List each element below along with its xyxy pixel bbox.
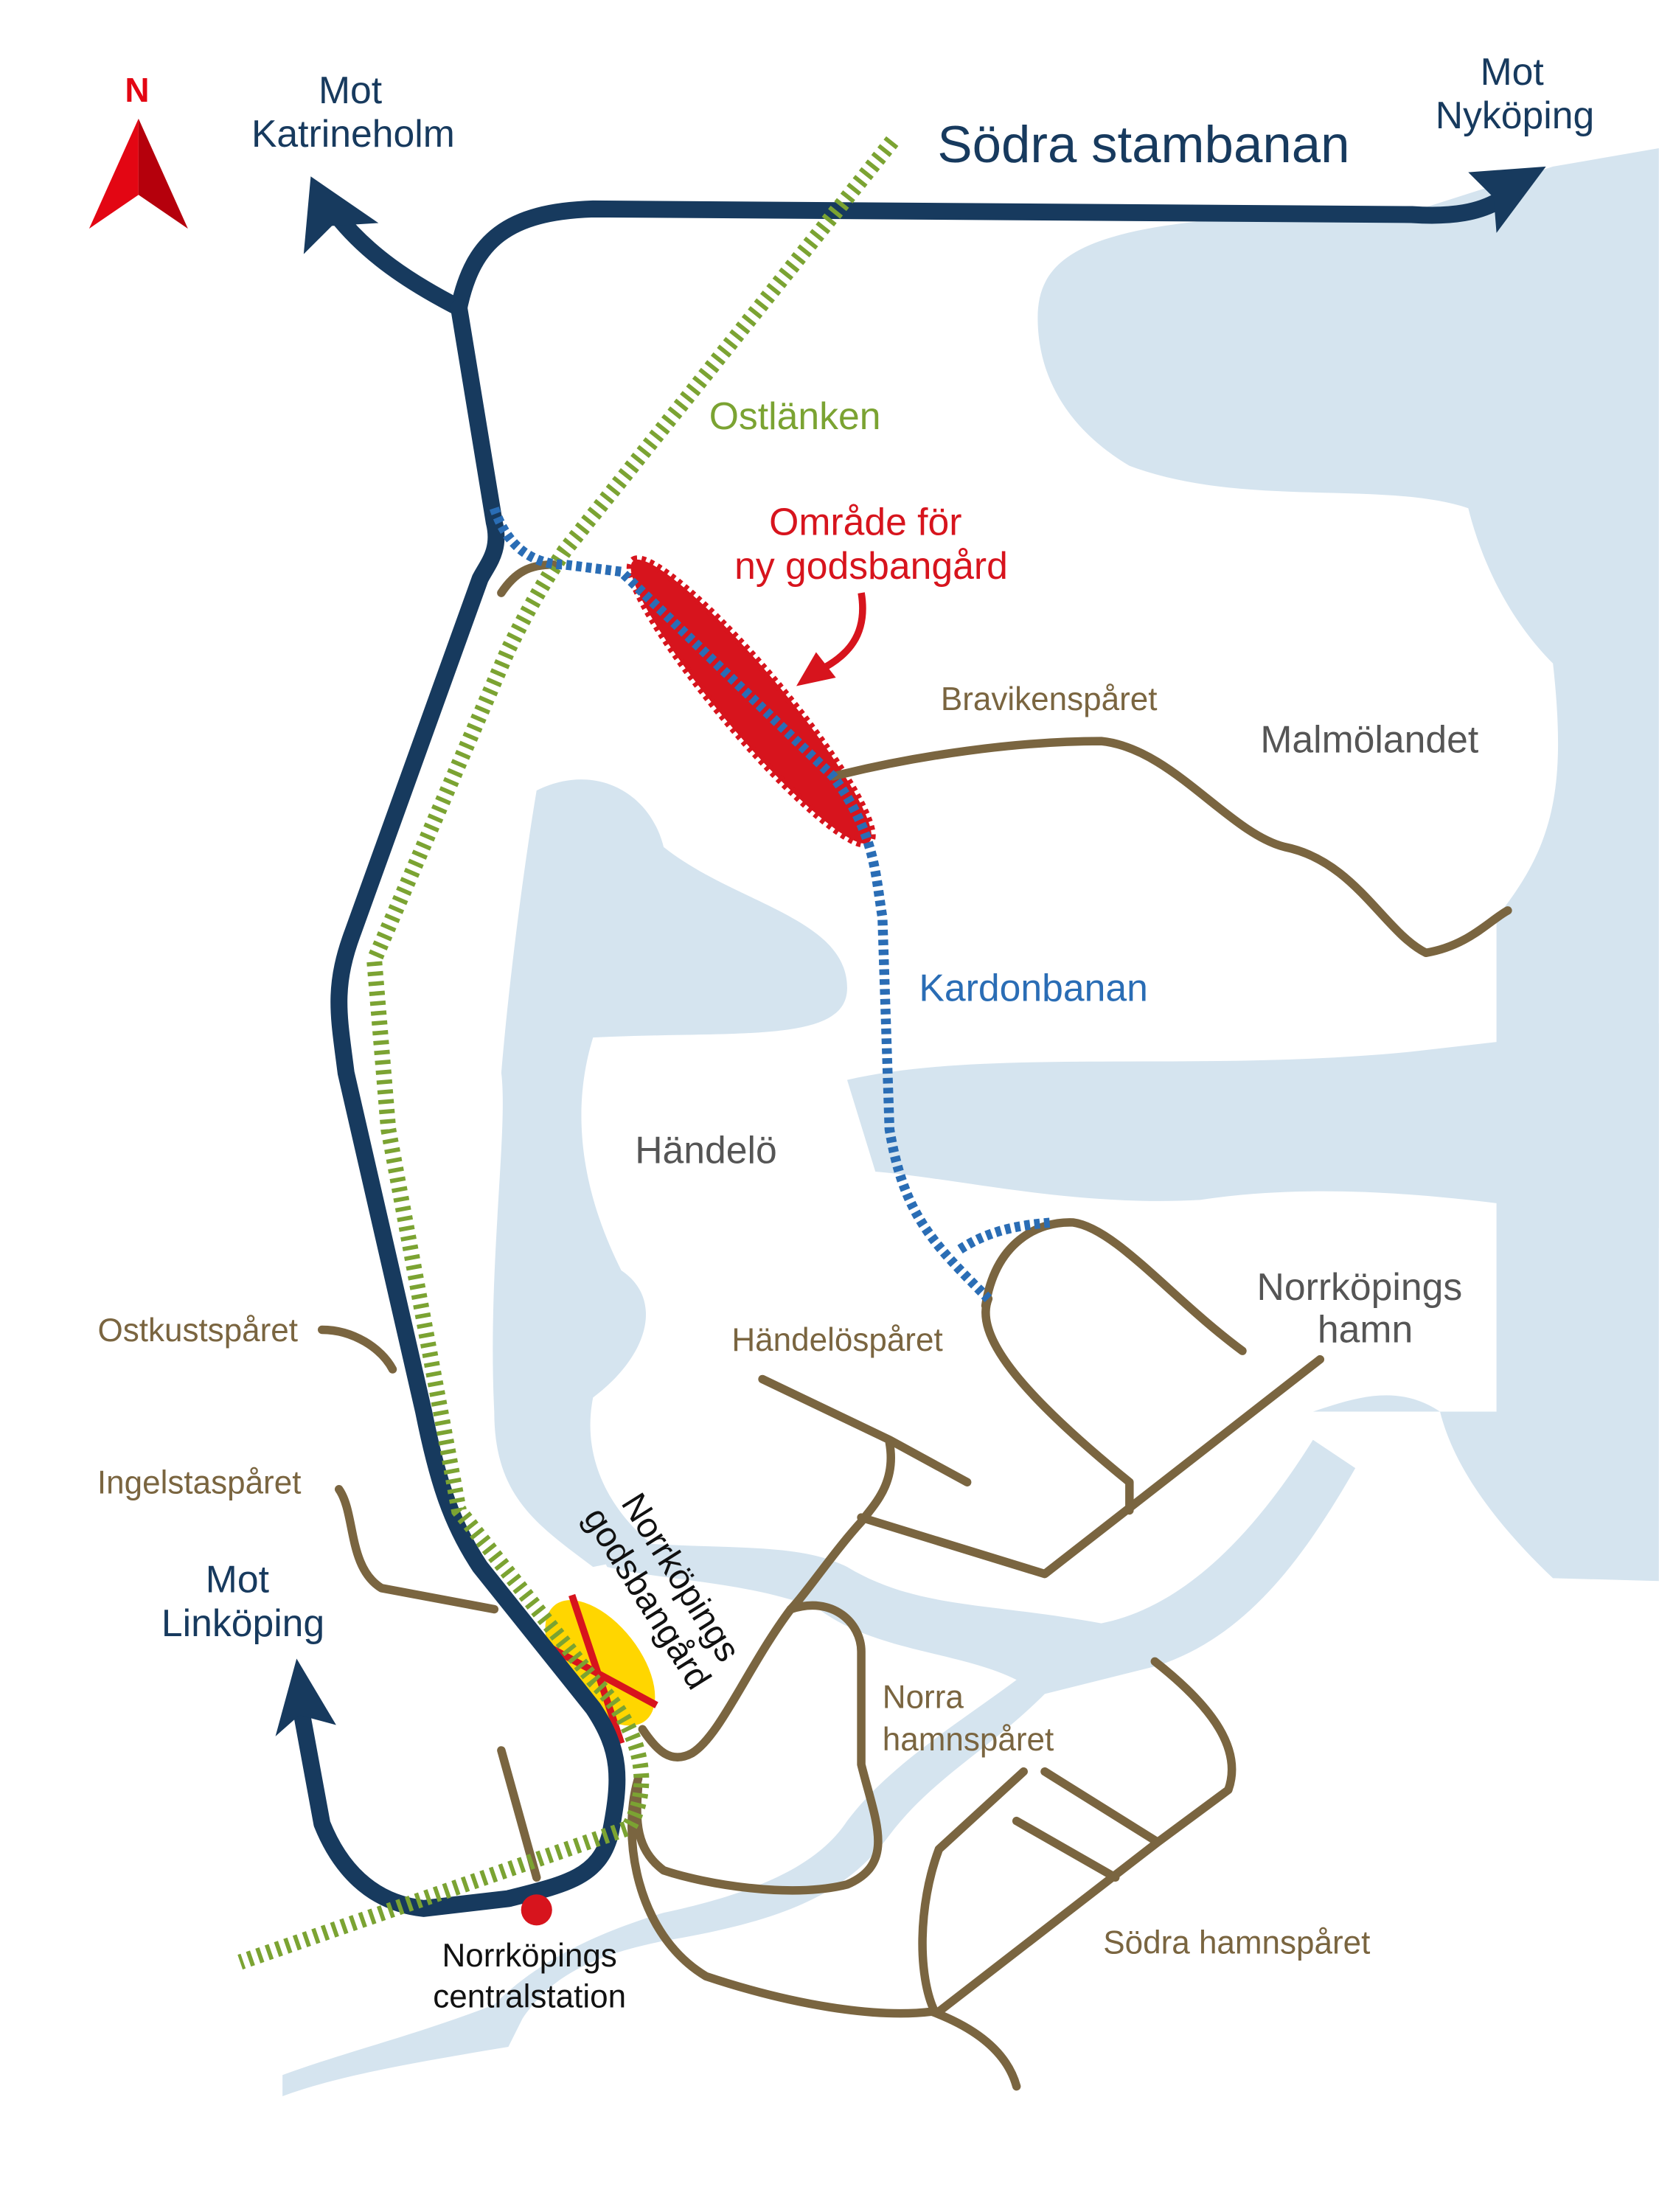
label-ostkustsparet: Ostkustspåret: [98, 1312, 299, 1349]
line-kardonbanan: [489, 506, 1053, 1303]
label-sodra-stambanan: Södra stambanan: [937, 116, 1349, 174]
line-katrineholm: [327, 206, 467, 316]
water-braviken: [1037, 148, 1659, 1582]
label-ingelstasparet: Ingelstaspåret: [97, 1465, 302, 1501]
track-ingelstasparet: [334, 1485, 499, 1614]
old-yard-area: [545, 1600, 655, 1726]
arrow-linkoping-icon: [275, 1658, 336, 1736]
label-handelo: Händelö: [635, 1129, 777, 1172]
water-handelo-inlet: [493, 779, 847, 1568]
label-new-yard: Område för: [769, 501, 961, 543]
tracks: [317, 560, 1512, 2091]
label-norra-hamnsparet: Norra: [883, 1680, 964, 1716]
label-hamn: hamn: [1318, 1308, 1413, 1351]
track-hamn-main: [857, 1354, 1325, 1579]
track-ostkustsparet: [317, 1325, 397, 1374]
central-station-marker: [521, 1894, 552, 1926]
label-ostlanken: Ostlänken: [709, 394, 881, 437]
label-new-yard: ny godsbangård: [734, 544, 1008, 587]
track-bravikensparet: [829, 737, 1512, 958]
line-main-south: [291, 299, 626, 1917]
line-ostlanken: [237, 136, 899, 1970]
water-channel: [846, 1023, 1659, 1228]
track-sodra-hamnsparet: [627, 1657, 1237, 2091]
track-hamn-loop: [981, 1218, 1247, 1515]
arrow-nykoping-icon: [1468, 166, 1546, 233]
label-linkoping: Linköping: [161, 1601, 324, 1644]
new-yard-arrow-icon: [817, 592, 866, 674]
line-sodra-stambanan: [450, 192, 1508, 316]
arrow-katrineholm-icon: [303, 176, 379, 254]
label-mot: Mot: [319, 69, 382, 111]
label-mot: Mot: [1481, 50, 1544, 93]
label-handelosparet: Händelöspåret: [731, 1322, 942, 1358]
label-mot: Mot: [206, 1558, 269, 1601]
label-sodra-hamnsparet: Södra hamnspåret: [1103, 1925, 1370, 1961]
track-norra-hamnsparet: [633, 1601, 883, 1895]
label-nykoping: Nyköping: [1436, 94, 1594, 136]
label-hamn: Norrköpings: [1257, 1265, 1463, 1308]
new-yard-arrowhead: [796, 652, 836, 686]
label-katrineholm: Katrineholm: [251, 112, 455, 155]
label-malmolandet: Malmölandet: [1260, 717, 1478, 760]
label-central: Norrköpings: [442, 1938, 617, 1974]
north-arrow-icon: N: [88, 71, 188, 229]
label-kardonbanan: Kardonbanan: [919, 966, 1147, 1009]
label-central: centralstation: [433, 1978, 626, 2014]
north-label: N: [125, 71, 149, 109]
label-bravikensparet: Bravikenspåret: [941, 681, 1158, 717]
label-norra-hamnsparet: hamnspåret: [883, 1722, 1054, 1758]
